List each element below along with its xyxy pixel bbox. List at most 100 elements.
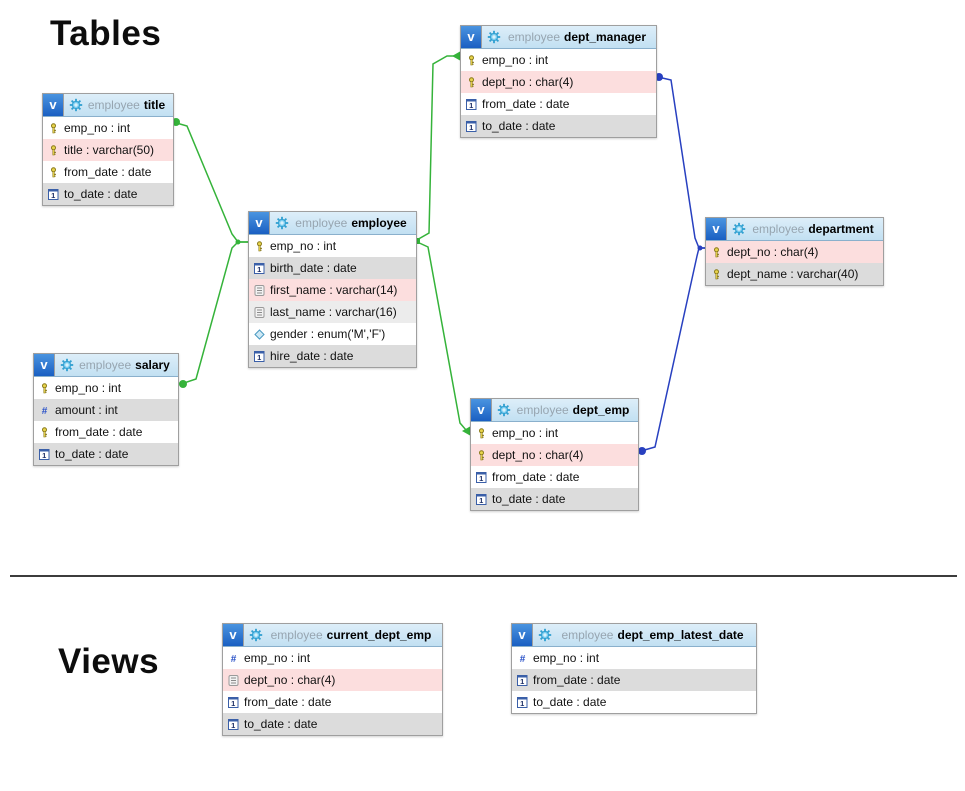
svg-text:1: 1: [479, 496, 483, 505]
column-text: emp_no : int: [64, 121, 131, 135]
svg-text:1: 1: [51, 191, 55, 200]
column-text: dept_name : varchar(40): [727, 267, 859, 281]
view-toggle-button[interactable]: v: [512, 624, 533, 646]
view-toggle-button[interactable]: v: [249, 212, 270, 234]
table-name: department: [808, 222, 874, 236]
enum-field-icon: [253, 328, 265, 340]
column-text: to_date : date: [482, 119, 556, 133]
svg-text:1: 1: [42, 451, 46, 460]
column-text: amount : int: [55, 403, 118, 417]
primary-key-icon: [475, 449, 487, 461]
view-toggle-button[interactable]: v: [471, 399, 492, 421]
svg-text:1: 1: [520, 677, 524, 686]
column-text: emp_no : int: [270, 239, 337, 253]
view-toggle-button[interactable]: v: [34, 354, 55, 376]
column-row: title : varchar(50): [43, 139, 173, 161]
text-field-icon: [253, 306, 265, 318]
column-row: dept_no : char(4): [223, 669, 442, 691]
gear-icon: [274, 216, 290, 230]
column-row: dept_name : varchar(40): [706, 263, 883, 285]
view-toggle-button[interactable]: v: [461, 26, 482, 48]
view-toggle-button[interactable]: v: [43, 94, 64, 116]
column-text: gender : enum('M','F'): [270, 327, 386, 341]
relation-endpoint: [638, 447, 646, 455]
date-field-icon: 1: [465, 98, 477, 110]
column-text: emp_no : int: [492, 426, 559, 440]
relation-line-title-to-employee: [172, 121, 248, 243]
column-text: from_date : date: [55, 425, 143, 439]
column-row: emp_no : int: [471, 422, 638, 444]
gear-icon: [59, 358, 75, 372]
column-row: dept_no : char(4): [471, 444, 638, 466]
column-row: dept_no : char(4): [706, 241, 883, 263]
primary-key-icon: [38, 426, 50, 438]
date-field-icon: 1: [475, 471, 487, 483]
schema-name: employee: [507, 30, 560, 44]
column-row: 1 to_date : date: [34, 443, 178, 465]
relation-line-employee-to-dept_emp: [414, 240, 471, 432]
gear-icon: [68, 98, 84, 112]
view-toggle-button[interactable]: v: [223, 624, 244, 646]
primary-key-icon: [465, 76, 477, 88]
column-row: emp_no : int: [249, 235, 416, 257]
column-row: last_name : varchar(16): [249, 301, 416, 323]
schema-name: employee: [752, 222, 805, 236]
date-field-icon: 1: [475, 493, 487, 505]
table-name: employee: [351, 216, 407, 230]
numeric-field-icon: #: [38, 405, 50, 416]
column-text: birth_date : date: [270, 261, 357, 275]
column-text: from_date : date: [533, 673, 621, 687]
gear-icon: [496, 403, 512, 417]
column-row: first_name : varchar(14): [249, 279, 416, 301]
column-text: first_name : varchar(14): [270, 283, 398, 297]
primary-key-icon: [38, 382, 50, 394]
column-text: emp_no : int: [533, 651, 600, 665]
svg-text:1: 1: [469, 101, 473, 110]
primary-key-icon: [475, 427, 487, 439]
gear-icon: [486, 30, 502, 44]
column-text: to_date : date: [533, 695, 607, 709]
column-row: from_date : date: [43, 161, 173, 183]
view-toggle-button[interactable]: v: [706, 218, 727, 240]
column-text: from_date : date: [482, 97, 570, 111]
svg-text:1: 1: [479, 474, 483, 483]
schema-name: employee: [87, 98, 140, 112]
date-field-icon: 1: [465, 120, 477, 132]
section-divider: [10, 575, 957, 577]
date-field-icon: 1: [38, 448, 50, 460]
column-row: 1 to_date : date: [43, 183, 173, 205]
column-text: to_date : date: [64, 187, 138, 201]
schema-name: employee: [270, 628, 323, 642]
column-text: dept_no : char(4): [727, 245, 819, 259]
primary-key-icon: [47, 144, 59, 156]
column-text: last_name : varchar(16): [270, 305, 397, 319]
table-name: salary: [135, 358, 170, 372]
relation-endpoint: [462, 426, 470, 436]
column-text: dept_no : char(4): [492, 448, 584, 462]
column-text: to_date : date: [55, 447, 129, 461]
gear-icon: [537, 628, 553, 642]
